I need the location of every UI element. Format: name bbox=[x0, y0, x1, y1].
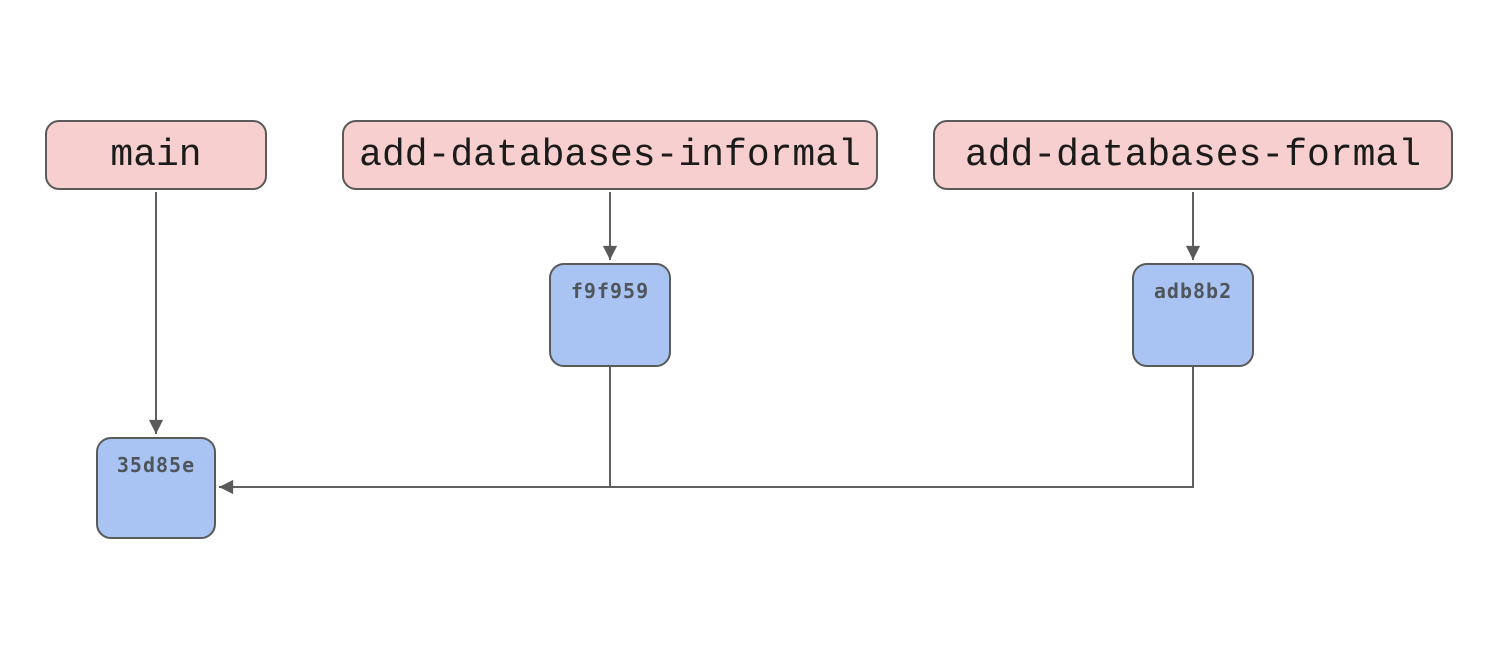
commit-node-f9f959: f9f959 bbox=[549, 263, 671, 367]
edge-adb8b2-to-35d85e bbox=[219, 367, 1194, 495]
branch-node-add-databases-informal: add-databases-informal bbox=[342, 120, 878, 190]
commit-hash-label: f9f959 bbox=[570, 279, 650, 303]
commit-hash-label: adb8b2 bbox=[1153, 279, 1233, 303]
commit-node-adb8b2: adb8b2 bbox=[1132, 263, 1254, 367]
branch-label: main bbox=[110, 133, 202, 177]
branch-label: add-databases-formal bbox=[964, 133, 1422, 177]
branch-node-main: main bbox=[45, 120, 267, 190]
branch-label: add-databases-informal bbox=[359, 133, 861, 177]
commit-hash-label: 35d85e bbox=[116, 453, 196, 477]
commit-node-35d85e: 35d85e bbox=[96, 437, 216, 539]
branch-node-add-databases-formal: add-databases-formal bbox=[933, 120, 1453, 190]
